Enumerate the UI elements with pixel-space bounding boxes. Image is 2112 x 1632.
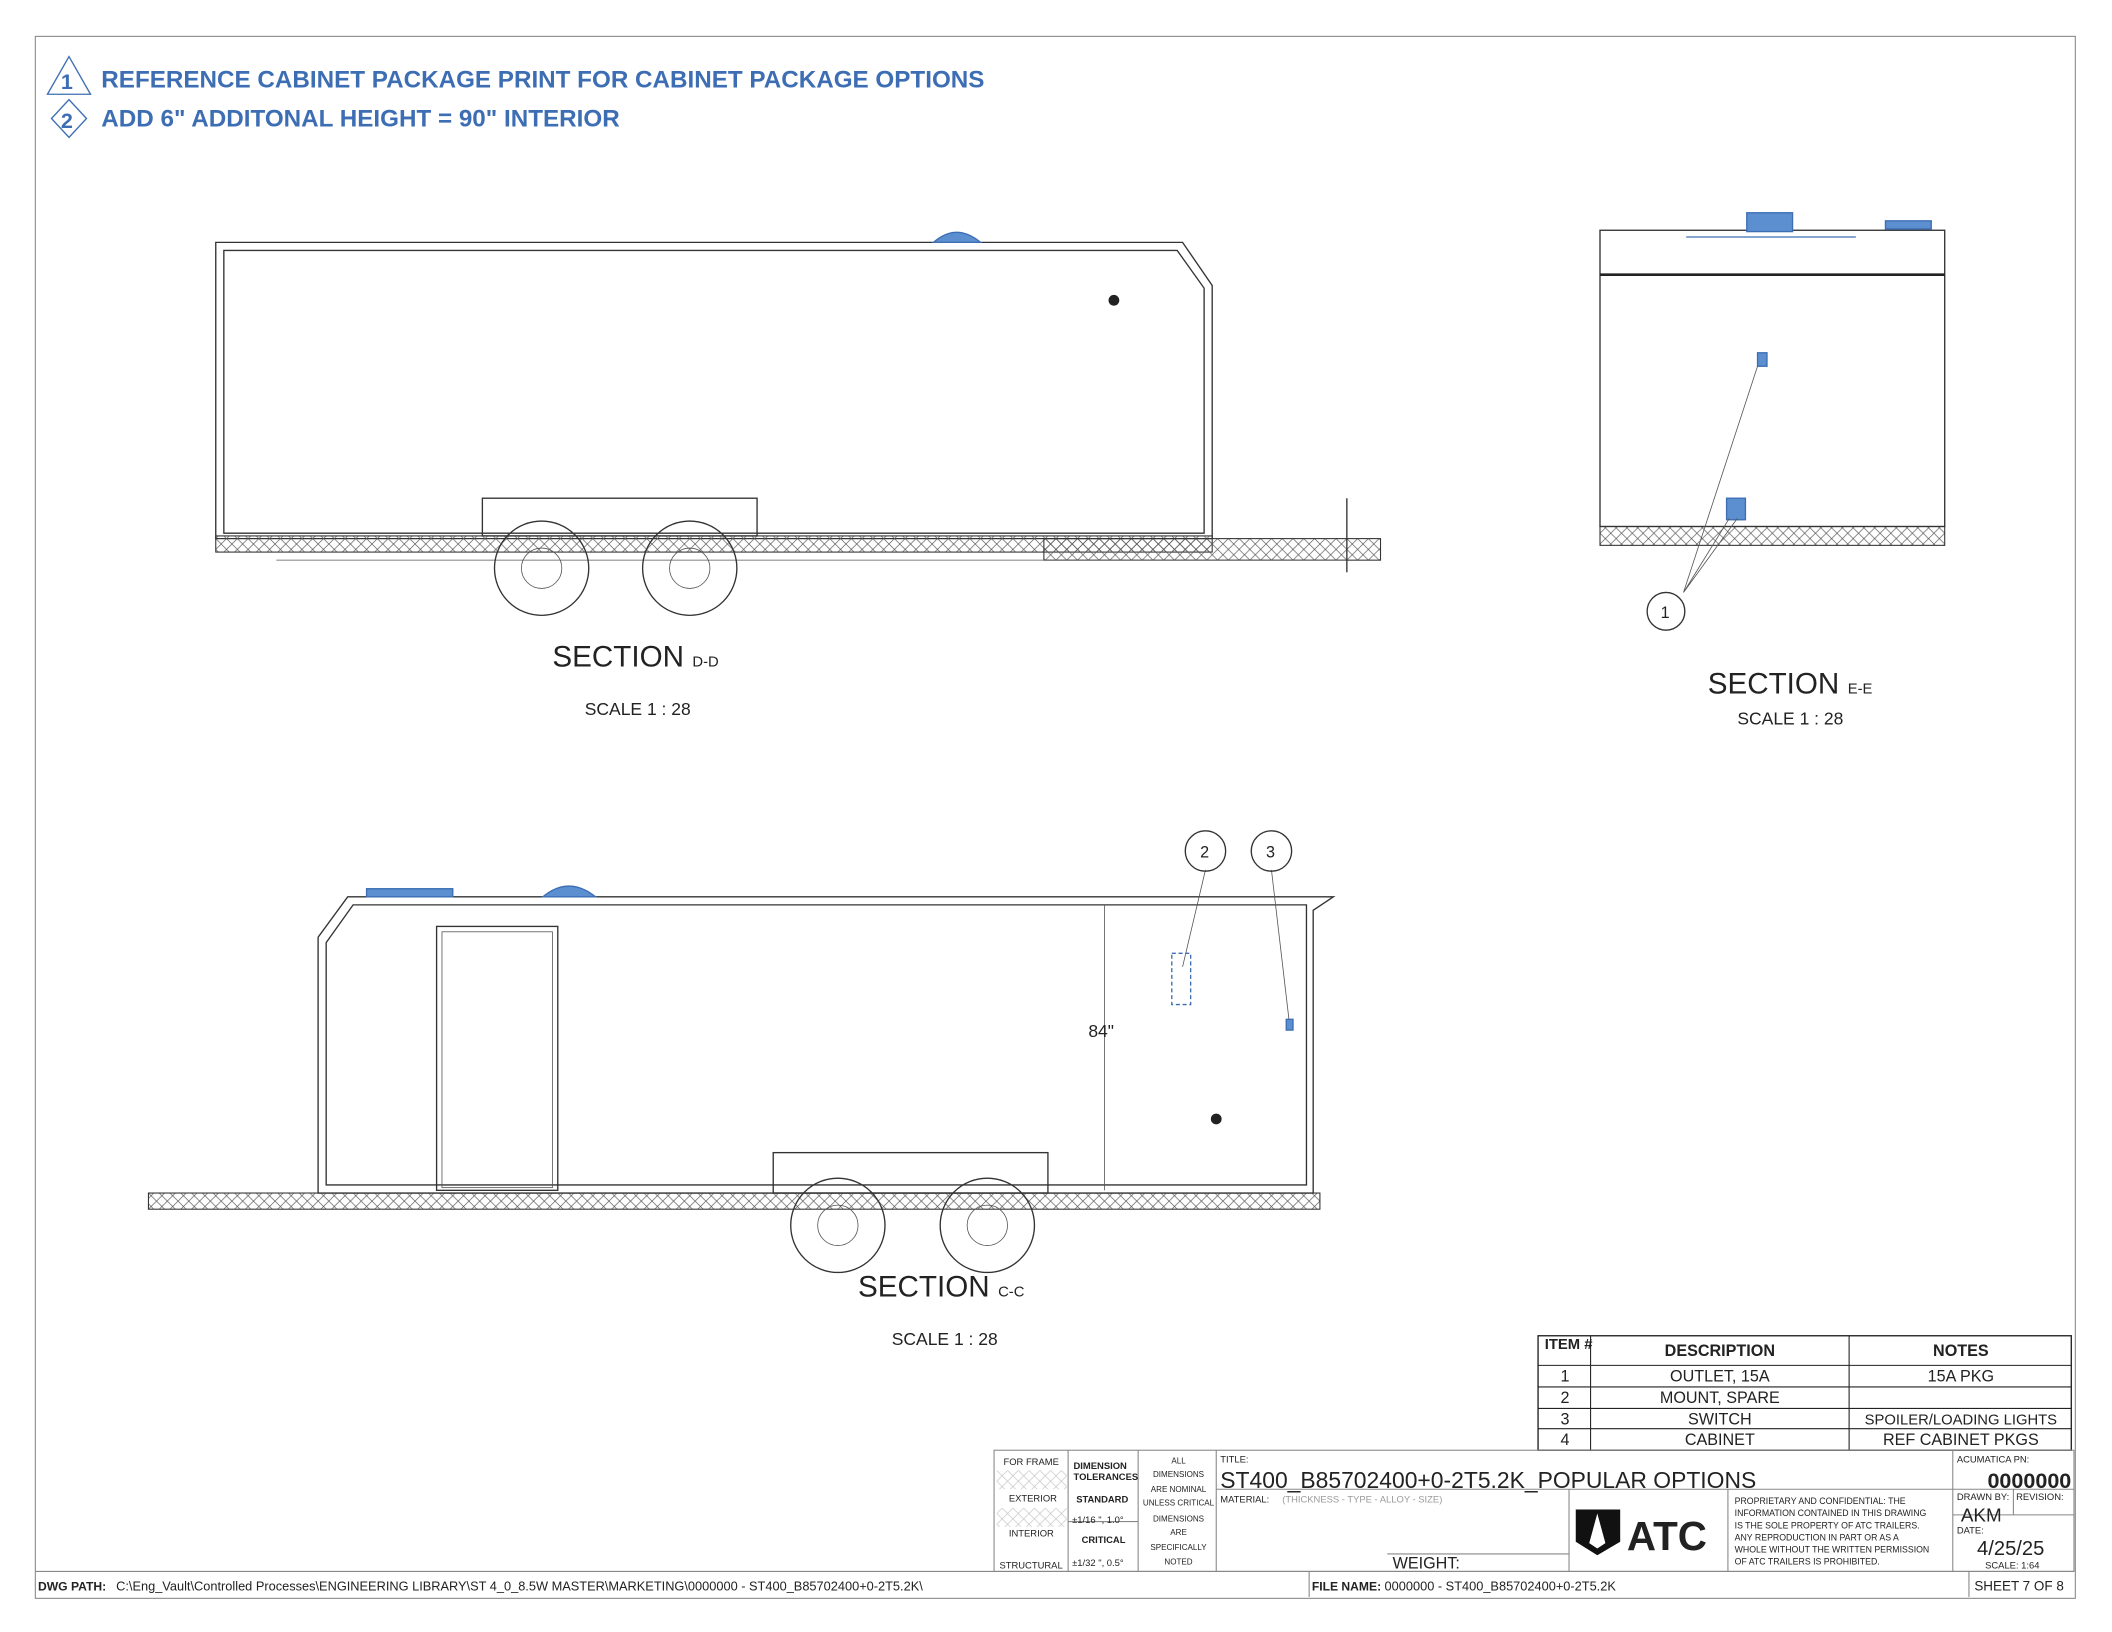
balloon bbox=[1250, 830, 1293, 872]
tb-material-label: MATERIAL: bbox=[1220, 1494, 1269, 1505]
tb-file-name: 0000000 - ST400_B85702400+0-2T5.2K bbox=[1385, 1578, 1617, 1593]
tb-dwg-path-label: DWG PATH: bbox=[38, 1579, 106, 1593]
tb-note: NOTED bbox=[1164, 1558, 1192, 1567]
tb-dim-tol: DIMENSION bbox=[1074, 1460, 1128, 1471]
tb-proprietary: OF ATC TRAILERS IS PROHIBITED. bbox=[1735, 1557, 1880, 1567]
section-title: SECTION bbox=[858, 1271, 990, 1304]
tb-sheet: SHEET 7 OF 8 bbox=[1974, 1578, 2063, 1593]
bom-header-notes: NOTES bbox=[1933, 1342, 1989, 1360]
tb-acumatica-label: ACUMATICA PN: bbox=[1957, 1453, 2029, 1464]
tb-weight-label: WEIGHT: bbox=[1393, 1555, 1460, 1573]
tb-revision-label: REVISION: bbox=[2016, 1491, 2064, 1502]
bom-cell: 4 bbox=[1560, 1431, 1569, 1449]
balloon bbox=[1184, 830, 1227, 872]
bom-cell: OUTLET, 15A bbox=[1670, 1368, 1770, 1386]
tb-proprietary: ANY REPRODUCTION IN PART OR AS A bbox=[1735, 1532, 1899, 1542]
note-text: REFERENCE CABINET PACKAGE PRINT FOR CABI… bbox=[101, 67, 984, 94]
section-suffix: E-E bbox=[1848, 681, 1873, 697]
tb-scale: SCALE: 1:64 bbox=[1985, 1560, 2039, 1571]
tb-file-name-label: FILE NAME: bbox=[1312, 1579, 1381, 1593]
bom-cell: 15A PKG bbox=[1928, 1368, 1994, 1386]
tb-note: ARE NOMINAL bbox=[1151, 1485, 1207, 1494]
bom-cell: 2 bbox=[1560, 1389, 1569, 1407]
tb-standard: STANDARD bbox=[1076, 1494, 1128, 1505]
note-number: 2 bbox=[61, 109, 73, 133]
bom-cell: REF CABINET PKGS bbox=[1883, 1431, 2039, 1449]
tb-drawn-by: AKM bbox=[1961, 1505, 2002, 1526]
tb-standard-value: ±1/16 ", 1.0° bbox=[1072, 1514, 1124, 1525]
note-triangle-icon bbox=[46, 55, 92, 95]
tb-critical-value: ±1/32 ", 0.5° bbox=[1072, 1557, 1124, 1568]
tb-title: ST400_B85702400+0-2T5.2K_POPULAR OPTIONS bbox=[1220, 1467, 1756, 1493]
balloon-label: 1 bbox=[1661, 604, 1670, 622]
tb-note: UNLESS CRITICAL bbox=[1143, 1498, 1215, 1507]
section-suffix: C-C bbox=[998, 1285, 1025, 1301]
tb-drawn-by-label: DRAWN BY: bbox=[1957, 1491, 2009, 1502]
tb-structural: STRUCTURAL bbox=[999, 1560, 1062, 1571]
tb-exterior: EXTERIOR bbox=[1009, 1492, 1057, 1503]
title-block: FOR FRAME EXTERIOR INTERIOR STRUCTURAL D… bbox=[35, 1449, 2075, 1597]
balloon-label: 2 bbox=[1200, 844, 1209, 862]
tb-dwg-path: C:\Eng_Vault\Controlled Processes\ENGINE… bbox=[116, 1578, 923, 1593]
section-title: SECTION bbox=[1708, 667, 1840, 700]
bom-header-description: DESCRIPTION bbox=[1665, 1342, 1775, 1360]
general-notes: 1 REFERENCE CABINET PACKAGE PRINT FOR CA… bbox=[46, 55, 984, 139]
section-scale: SCALE 1 : 28 bbox=[585, 699, 691, 719]
section-d-d-view: SECTION D-D SCALE 1 : 28 bbox=[215, 231, 1382, 719]
bom-cell: MOUNT, SPARE bbox=[1660, 1389, 1780, 1407]
bom-cell: 1 bbox=[1560, 1368, 1569, 1386]
tb-note: SPECIFICALLY bbox=[1150, 1543, 1207, 1552]
tb-title-label: TITLE: bbox=[1220, 1453, 1248, 1464]
tb-dim-tol: TOLERANCES bbox=[1074, 1471, 1139, 1482]
note-diamond-icon bbox=[50, 98, 88, 139]
balloon-label: 3 bbox=[1266, 844, 1275, 862]
tb-note: ALL bbox=[1171, 1457, 1186, 1466]
tb-note: ARE bbox=[1170, 1528, 1187, 1537]
height-dimension: 84" bbox=[1088, 1021, 1114, 1041]
note-number: 1 bbox=[61, 70, 73, 94]
section-c-c-view: 84" 2 3 SECTION C-C SCALE 1 : 28 bbox=[147, 830, 1336, 1349]
bom-cell: SPOILER/LOADING LIGHTS bbox=[1865, 1413, 2058, 1429]
bill-of-materials-table: ITEM # DESCRIPTION NOTES 1 OUTLET, 15A 1… bbox=[1537, 1335, 2072, 1451]
tb-note: DIMENSIONS bbox=[1153, 1470, 1204, 1479]
tb-interior: INTERIOR bbox=[1009, 1527, 1054, 1538]
tb-acumatica-pn: 0000000 bbox=[1987, 1469, 2071, 1493]
atc-logo-text: ATC bbox=[1627, 1513, 1707, 1559]
section-e-e-view: 1 SECTION E-E SCALE 1 : 28 bbox=[1599, 212, 1946, 728]
note-text: ADD 6" ADDITONAL HEIGHT = 90" INTERIOR bbox=[101, 106, 619, 133]
section-scale: SCALE 1 : 28 bbox=[1737, 708, 1843, 728]
tb-critical: CRITICAL bbox=[1082, 1534, 1126, 1545]
tb-proprietary: INFORMATION CONTAINED IN THIS DRAWING bbox=[1735, 1508, 1927, 1518]
tb-date-label: DATE: bbox=[1957, 1525, 1984, 1536]
tb-for-frame: FOR FRAME bbox=[1003, 1456, 1058, 1467]
atc-logo: ATC bbox=[1575, 1509, 1707, 1559]
tb-material-value: (THICKNESS - TYPE - ALLOY - SIZE) bbox=[1282, 1494, 1442, 1505]
section-scale: SCALE 1 : 28 bbox=[892, 1329, 998, 1349]
bom-header-item: ITEM # bbox=[1545, 1337, 1593, 1353]
bom-cell: SWITCH bbox=[1688, 1411, 1752, 1429]
tb-note: DIMENSIONS bbox=[1153, 1515, 1204, 1524]
sheet-border bbox=[34, 35, 2076, 1599]
tb-proprietary: WHOLE WITHOUT THE WRITTEN PERMISSION bbox=[1735, 1545, 1930, 1555]
section-title: SECTION bbox=[552, 641, 684, 674]
section-suffix: D-D bbox=[692, 655, 718, 671]
bom-cell: CABINET bbox=[1685, 1431, 1755, 1449]
tb-proprietary: IS THE SOLE PROPERTY OF ATC TRAILERS. bbox=[1735, 1520, 1920, 1530]
tb-proprietary: PROPRIETARY AND CONFIDENTIAL: THE bbox=[1735, 1496, 1906, 1506]
balloon bbox=[1646, 591, 1686, 631]
bom-cell: 3 bbox=[1560, 1411, 1569, 1429]
tb-date: 4/25/25 bbox=[1977, 1538, 2044, 1560]
